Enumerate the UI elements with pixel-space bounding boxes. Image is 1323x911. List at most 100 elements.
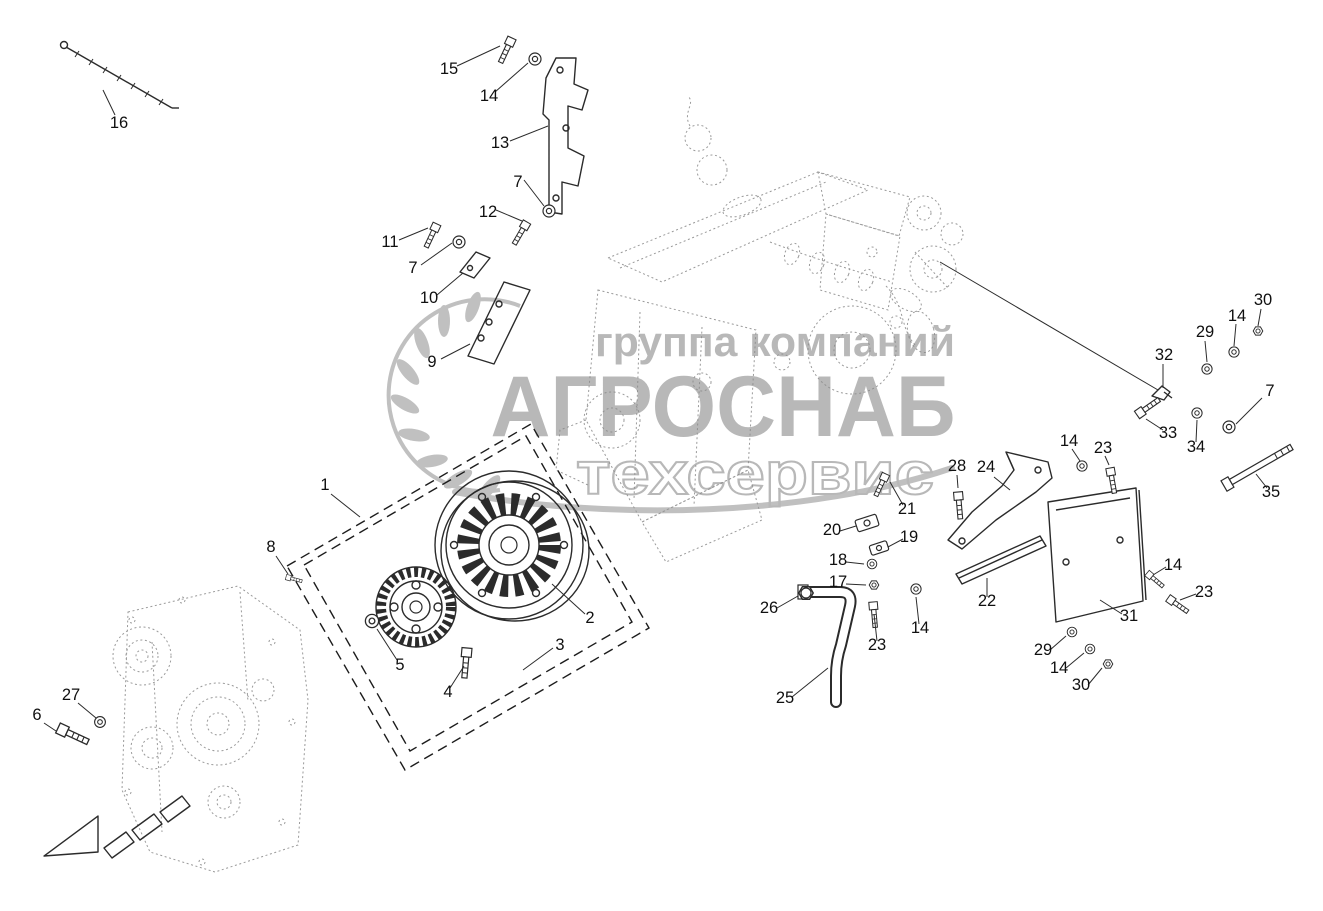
callout-30-a: 30 (1254, 291, 1272, 309)
callout-7-a: 7 (513, 173, 522, 191)
gearbox-sketch (112, 585, 309, 873)
callout-7-c: 7 (1265, 382, 1274, 400)
part-washer-14e (1084, 643, 1096, 655)
callout-7-b: 7 (408, 259, 417, 277)
part-washer-5 (364, 613, 380, 629)
part-strip-22 (955, 535, 1047, 585)
callout-23-b: 23 (1195, 583, 1213, 601)
callout-34: 34 (1187, 438, 1205, 456)
part-pin-8 (284, 574, 303, 585)
engine-sketch (555, 95, 964, 563)
part-screw-14d (1144, 569, 1166, 590)
part-washer-18 (866, 558, 878, 570)
callout-8: 8 (266, 538, 275, 556)
part-plug-26 (798, 586, 814, 600)
callouts: 16 15 14 13 7 12 11 7 10 9 1 8 2 3 5 4 2… (32, 60, 1280, 724)
callout-12: 12 (479, 203, 497, 221)
callout-14-e: 14 (1050, 659, 1068, 677)
part-damper-pulley-2 (434, 470, 590, 622)
callout-13: 13 (491, 134, 509, 152)
callout-17: 17 (829, 573, 847, 591)
callout-24: 24 (977, 458, 995, 476)
callout-14-c: 14 (1060, 432, 1078, 450)
callout-19: 19 (900, 528, 918, 546)
callout-25: 25 (776, 689, 794, 707)
watermark-line1: группа компаний (595, 318, 955, 365)
callout-32: 32 (1155, 346, 1173, 364)
part-washer-27 (94, 716, 106, 728)
part-washer-34 (1191, 407, 1203, 419)
mounting-plane-dashed-box (286, 423, 650, 771)
callout-20: 20 (823, 521, 841, 539)
watermark-line3: техсервис (576, 440, 934, 507)
leader-lines (43, 45, 1268, 732)
part-shield-plate-31 (1047, 487, 1144, 623)
part-washer-29a (1201, 363, 1213, 375)
part-washer-14b (1076, 460, 1088, 472)
watermark: группа компаний АГРОСНАБ техсервис (386, 291, 956, 514)
parts (43, 35, 1294, 859)
part-nut-30b (1102, 659, 1114, 669)
callout-23-c: 23 (868, 636, 886, 654)
callout-15: 15 (440, 60, 458, 78)
callout-11: 11 (381, 233, 398, 251)
callout-26: 26 (760, 599, 778, 617)
callout-31: 31 (1120, 607, 1138, 625)
callout-4: 4 (443, 683, 452, 701)
part-guard-bracket-24 (947, 451, 1053, 550)
part-bolt-33 (1133, 395, 1163, 420)
callout-29-b: 29 (1034, 641, 1052, 659)
part-washer-7a (542, 204, 556, 218)
part-drive-gear (375, 566, 457, 648)
part-bolt-12 (510, 219, 532, 247)
callout-29-a: 29 (1196, 323, 1214, 341)
part-shim-plate-20 (854, 513, 880, 533)
watermark-line2: АГРОСНАБ (491, 359, 956, 455)
part-plate-9 (467, 281, 531, 365)
callout-21: 21 (898, 500, 916, 518)
callout-27: 27 (62, 686, 80, 704)
part-nut-30a (1252, 326, 1264, 336)
direction-arrow (43, 795, 191, 859)
part-bolt-4 (458, 646, 473, 679)
part-clamp-32 (1151, 385, 1173, 401)
part-bracket-10 (459, 251, 491, 279)
callout-14-f: 14 (911, 619, 929, 637)
part-hose-25 (797, 584, 857, 708)
callout-18: 18 (829, 551, 847, 569)
part-bolt-15 (495, 35, 517, 65)
part-shim-plate-19 (868, 540, 890, 556)
callout-30-b: 30 (1072, 676, 1090, 694)
callout-9: 9 (427, 353, 436, 371)
part-washer-14f (1228, 346, 1240, 358)
part-bolt-28 (952, 491, 966, 520)
callout-3: 3 (555, 636, 564, 654)
callout-22: 22 (978, 592, 996, 610)
callout-14-a: 14 (480, 87, 498, 105)
part-cable-tie-16 (59, 40, 179, 109)
laurel-wreath-logo (386, 291, 955, 514)
part-bracket-13 (542, 57, 589, 215)
part-washer-7c (1222, 420, 1236, 434)
part-bolt-6 (55, 722, 91, 748)
callout-14-d: 14 (1164, 556, 1182, 574)
part-bolt-23a (1105, 466, 1120, 495)
callout-35: 35 (1262, 483, 1280, 501)
part-washer-14c (910, 583, 922, 595)
callout-5: 5 (395, 656, 404, 674)
callout-10: 10 (420, 289, 438, 307)
callout-6: 6 (32, 706, 41, 724)
part-washer-14a (528, 52, 542, 66)
callout-33: 33 (1159, 424, 1177, 442)
callout-1: 1 (320, 476, 329, 494)
callout-16: 16 (110, 114, 128, 132)
part-nut-17 (868, 580, 880, 590)
callout-28: 28 (948, 457, 966, 475)
part-washer-7b (452, 235, 466, 249)
part-washer-29b (1066, 626, 1078, 638)
part-long-bolt-35 (1220, 443, 1294, 493)
callout-23-a: 23 (1094, 439, 1112, 457)
callout-2: 2 (585, 609, 594, 627)
